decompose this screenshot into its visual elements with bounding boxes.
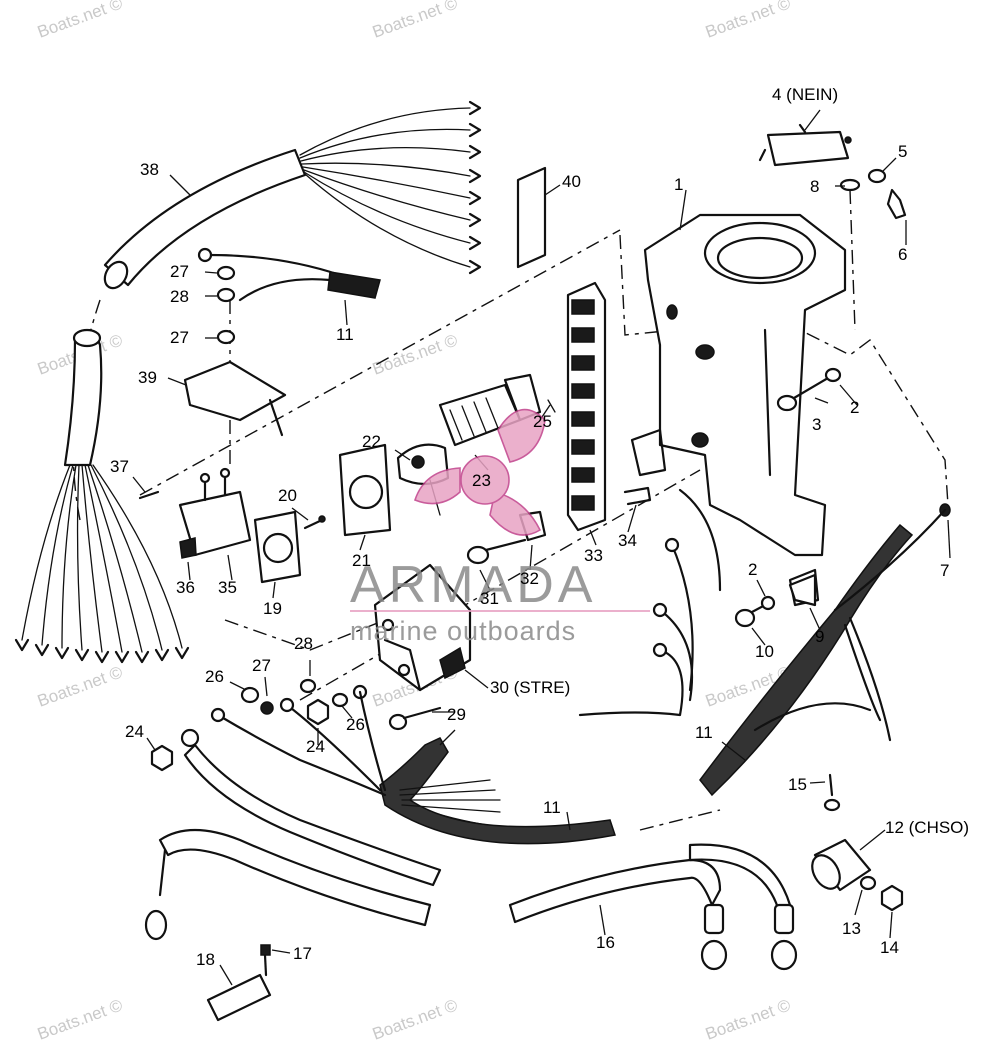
callout-label: 33 <box>584 546 603 565</box>
brand-name: ARMADA <box>350 556 596 614</box>
bolt-3 <box>776 367 842 412</box>
callout-label: 35 <box>218 578 237 597</box>
callout-label: 34 <box>618 531 637 550</box>
starter-solenoid-30 <box>373 563 472 692</box>
leads-middle <box>578 488 722 717</box>
watermark: Boats.net © <box>370 330 461 378</box>
screw-15 <box>823 773 841 812</box>
watermark: Boats.net © <box>35 662 126 710</box>
harness-cable-38 <box>103 100 482 290</box>
callout-label: 37 <box>110 457 129 476</box>
callout-label: 40 <box>562 172 581 191</box>
callout-label: 5 <box>898 142 907 161</box>
callout-label: 24 <box>306 737 325 756</box>
rectifier-35 <box>178 467 252 559</box>
callout-label: 11 <box>543 798 561 817</box>
callout-label: 29 <box>447 705 466 724</box>
callout-label: 19 <box>263 599 282 618</box>
callout-label: 36 <box>176 578 195 597</box>
bracket-9 <box>788 573 817 607</box>
choke-solenoid-12 <box>811 838 904 912</box>
decal-40 <box>516 166 547 269</box>
battery-cables-16 <box>508 843 798 971</box>
callout-label: 1 <box>674 175 683 194</box>
boats-net-watermarks: Boats.net © Boats.net © Boats.net © Boat… <box>35 0 794 1044</box>
screw-20 <box>303 515 326 530</box>
callout-label: 16 <box>596 933 615 952</box>
callout-label: 24 <box>125 722 144 741</box>
callout-label: 11 <box>336 325 354 344</box>
callout-label: 27 <box>170 328 189 347</box>
watermark: Boats.net © <box>370 0 461 42</box>
callout-label: 28 <box>294 634 313 653</box>
callout-label: 9 <box>815 627 824 646</box>
callout-label: 2 <box>748 560 757 579</box>
callout-label: 12 (CHSO) <box>885 818 969 837</box>
watermark: Boats.net © <box>35 995 126 1043</box>
watermark: Boats.net © <box>35 0 126 42</box>
callout-label: 26 <box>346 715 365 734</box>
terminal-block-33 <box>566 281 607 532</box>
callout-label: 14 <box>880 938 899 957</box>
ground-wires-upper <box>197 247 381 345</box>
callout-label: 2 <box>850 398 859 417</box>
callout-label: 15 <box>788 775 807 794</box>
clamp-18 <box>206 944 272 1022</box>
leader-lines <box>132 109 951 986</box>
mounting-plate-21 <box>338 443 392 537</box>
callout-label: 22 <box>362 432 381 451</box>
watermark: Boats.net © <box>703 995 794 1043</box>
harness-cable-left <box>14 328 190 664</box>
callout-label: 38 <box>140 160 159 179</box>
wiring-harness-11 <box>210 684 616 845</box>
neutral-switch-4 <box>758 123 852 167</box>
callout-label: 23 <box>472 471 491 490</box>
callout-label: 3 <box>812 415 821 434</box>
bracket-1 <box>630 213 847 557</box>
callout-labels: 38 40 1 4 (NEIN) 5 8 6 27 28 27 11 39 3 … <box>110 85 969 969</box>
callout-label: 6 <box>898 245 907 264</box>
plate-19 <box>253 510 302 584</box>
callout-label: 39 <box>138 368 157 387</box>
wiring-harness-11-right <box>699 508 947 797</box>
callout-label: 17 <box>293 944 312 963</box>
propeller-icon <box>414 408 546 536</box>
callout-label: 11 <box>695 723 713 742</box>
brand-tagline: marine outboards <box>350 616 576 646</box>
callout-label: 18 <box>196 950 215 969</box>
screw-31 <box>466 538 527 565</box>
battery-cable-left <box>144 728 442 941</box>
callout-label: 30 (STRE) <box>490 678 570 697</box>
callout-label: 25 <box>533 412 552 431</box>
jumper-34 <box>623 486 652 506</box>
callout-label: 31 <box>480 589 499 608</box>
screw-washer-set <box>839 168 907 220</box>
callout-label: 10 <box>755 642 774 661</box>
callout-label: 27 <box>252 656 271 675</box>
screw-37 <box>138 490 160 500</box>
callout-label: 4 (NEIN) <box>772 85 838 104</box>
nuts-washers-lower <box>150 678 349 772</box>
callout-label: 26 <box>205 667 224 686</box>
callout-label: 28 <box>170 287 189 306</box>
callout-label: 21 <box>352 551 371 570</box>
callout-label: 8 <box>810 177 819 196</box>
armada-logo: ARMADA marine outboards <box>350 408 650 646</box>
bracket-39 <box>183 360 287 437</box>
callout-label: 13 <box>842 919 861 938</box>
bolt-29 <box>388 706 442 731</box>
watermark: Boats.net © <box>703 0 794 42</box>
callout-label: 32 <box>520 569 539 588</box>
callout-label: 27 <box>170 262 189 281</box>
callout-label: 20 <box>278 486 297 505</box>
callout-label: 7 <box>940 561 949 580</box>
watermark: Boats.net © <box>370 995 461 1043</box>
